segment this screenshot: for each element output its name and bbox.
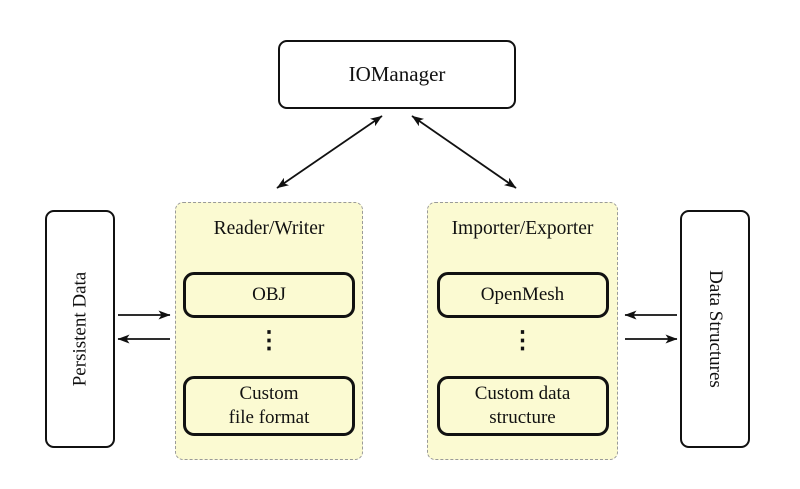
node-openmesh: OpenMesh [436, 272, 609, 318]
node-custom-data-structure: Custom data structure [436, 376, 609, 436]
group-reader-writer: Reader/Writer OBJ ⋮ Custom file format [175, 202, 363, 460]
node-iomanager: IOManager [278, 40, 516, 109]
custom-file-format-line2: file format [228, 407, 310, 428]
importer-exporter-title: Importer/Exporter [451, 218, 594, 239]
obj-label: OBJ [252, 284, 286, 306]
node-obj: OBJ [183, 272, 355, 318]
group-importer-exporter: Importer/Exporter OpenMesh ⋮ Custom data… [427, 202, 618, 460]
node-persistent-data: Persistent Data [45, 210, 115, 448]
vertical-ellipsis-left: ⋮ [257, 328, 281, 354]
vertical-ellipsis-right: ⋮ [510, 328, 535, 354]
openmesh-label: OpenMesh [480, 284, 565, 306]
custom-data-structure-line2: structure [489, 407, 556, 428]
node-custom-file-format: Custom file format [183, 376, 355, 436]
arrow-iomanager-readerwriter [276, 115, 383, 189]
custom-file-format-line1: Custom [239, 383, 299, 405]
iomanager-label: IOManager [348, 62, 446, 86]
arrow-iomanager-importerexporter [411, 115, 517, 189]
persistent-data-label: Persistent Data [69, 271, 91, 387]
node-data-structures: Data Structures [680, 210, 750, 448]
data-structures-label: Data Structures [705, 270, 726, 388]
custom-data-structure-line1: Custom data [474, 383, 571, 405]
reader-writer-title: Reader/Writer [213, 218, 325, 239]
